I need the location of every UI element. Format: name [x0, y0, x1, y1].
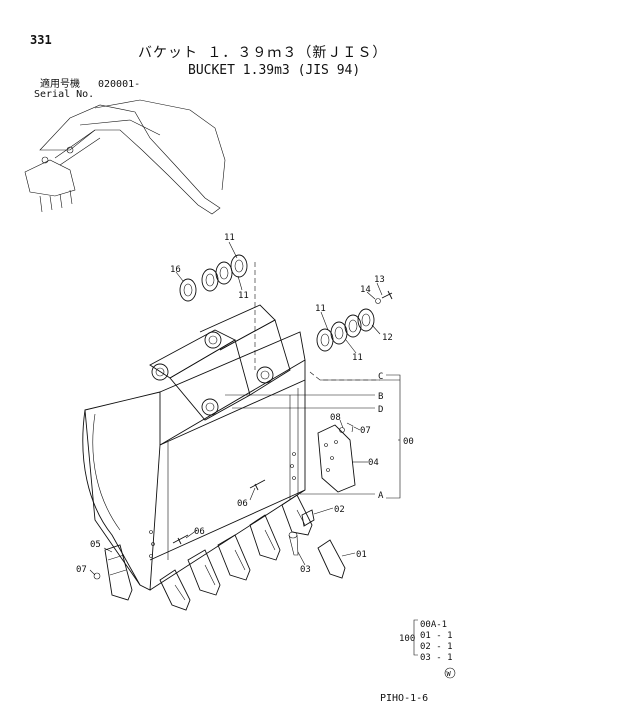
w-stamp: W — [444, 667, 456, 679]
callout-05: 05 — [90, 540, 101, 550]
serial-label-en: Serial No. — [34, 89, 95, 100]
callout-07-right: 07 — [360, 426, 371, 436]
bucket-link-brackets — [149, 304, 291, 421]
page-number: 331 — [30, 33, 52, 47]
assembly-table: 100 00A-1 01 - 1 02 - 1 03 - 1 — [399, 619, 453, 663]
pin-centerline-right — [309, 371, 380, 381]
callout-16: 16 — [170, 265, 181, 275]
callout-04: 04 — [368, 458, 379, 468]
assembly-row: 00A-1 — [420, 620, 447, 630]
svg-text:W: W — [447, 670, 452, 678]
callout-D: D — [378, 405, 383, 415]
side-cutter-part-04 — [317, 422, 356, 493]
callout-01: 01 — [356, 550, 367, 560]
bolt-part-06-upper — [249, 479, 266, 491]
callout-11-right: 11 — [315, 304, 326, 314]
title-japanese: バケット １．３９ｍ３（新ＪＩＳ） — [138, 45, 388, 61]
callout-02: 02 — [334, 505, 345, 515]
bucket-body — [82, 331, 306, 591]
callout-11-lower: 11 — [352, 353, 363, 363]
callout-06-lower: 06 — [194, 527, 205, 537]
callout-12: 12 — [382, 333, 393, 343]
assembly-row: 03 - 1 — [420, 653, 453, 663]
callout-07-left: 07 — [76, 565, 87, 575]
leader-lines — [89, 241, 383, 576]
serial-number: 020001- — [98, 79, 141, 90]
assembly-row: 02 - 1 — [420, 642, 453, 652]
side-cutter-part-05 — [93, 544, 133, 601]
bucket-teeth — [159, 494, 313, 611]
excavator-arm-illustration — [24, 99, 226, 215]
callout-13: 13 — [374, 275, 385, 285]
callout-08: 08 — [330, 413, 341, 423]
assembly-prefix: 100 — [399, 634, 415, 644]
bolt-part-06-lower — [172, 534, 189, 545]
assembly-row: 01 - 1 — [420, 631, 453, 641]
callout-C: C — [378, 372, 383, 382]
callout-00: 00 — [403, 437, 414, 447]
callout-14: 14 — [360, 285, 371, 295]
shim-set-left — [179, 254, 248, 302]
tooth-part-01 — [317, 539, 346, 579]
shim-set-right — [316, 290, 393, 352]
lock-part-02 — [301, 509, 315, 527]
callout-11-top: 11 — [224, 233, 235, 243]
footer-code: PIHO-1-6 — [380, 693, 429, 704]
callout-B: B — [378, 392, 383, 402]
callout-06-upper: 06 — [237, 499, 248, 509]
reference-bracket — [225, 374, 401, 499]
title-english: BUCKET 1.39m3 (JIS 94) — [188, 63, 361, 78]
callout-A: A — [378, 491, 384, 501]
callout-11-left: 11 — [238, 291, 249, 301]
tooth-pin-part-03 — [288, 531, 299, 556]
callout-03: 03 — [300, 565, 311, 575]
serial-label-jp: 適用号機 — [40, 79, 80, 90]
